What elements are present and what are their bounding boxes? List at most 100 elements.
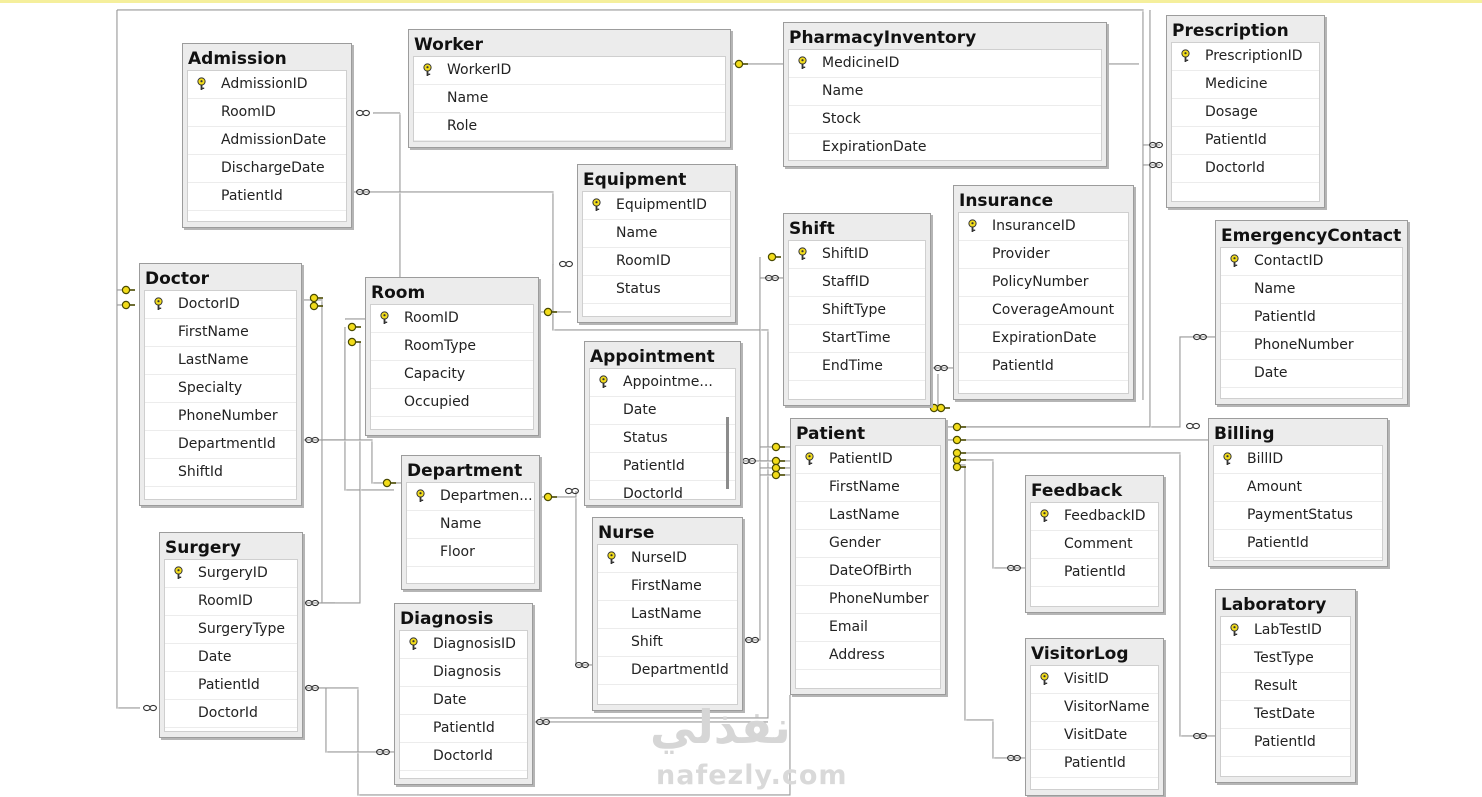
field-row[interactable]: ShiftID bbox=[789, 241, 925, 269]
field-row[interactable]: Date bbox=[1221, 360, 1402, 388]
field-row[interactable]: Name bbox=[583, 220, 730, 248]
field-row[interactable]: SurgeryID bbox=[165, 560, 297, 588]
field-row[interactable]: DoctorId bbox=[165, 700, 297, 728]
field-row[interactable]: PatientId bbox=[400, 715, 527, 743]
field-row[interactable]: Provider bbox=[959, 241, 1128, 269]
field-row[interactable]: PhoneNumber bbox=[1221, 332, 1402, 360]
field-row[interactable]: ShiftType bbox=[789, 297, 925, 325]
field-row[interactable]: PatientId bbox=[1221, 304, 1402, 332]
field-row[interactable]: MedicineID bbox=[789, 50, 1101, 78]
field-row[interactable]: RoomID bbox=[188, 99, 346, 127]
field-row[interactable]: EquipmentID bbox=[583, 192, 730, 220]
field-row[interactable]: DoctorId bbox=[400, 743, 527, 771]
field-row[interactable]: StaffID bbox=[789, 269, 925, 297]
field-row[interactable]: TestDate bbox=[1221, 701, 1350, 729]
field-row[interactable]: PatientId bbox=[1221, 729, 1350, 757]
field-row[interactable]: NurseID bbox=[598, 545, 737, 573]
field-row[interactable]: PatientId bbox=[188, 183, 346, 211]
field-row[interactable]: Capacity bbox=[371, 361, 533, 389]
field-row[interactable]: CoverageAmount bbox=[959, 297, 1128, 325]
field-row[interactable]: AdmissionDate bbox=[188, 127, 346, 155]
field-row[interactable]: Floor bbox=[407, 539, 534, 567]
field-row[interactable]: RoomID bbox=[583, 248, 730, 276]
field-row[interactable]: Gender bbox=[796, 530, 940, 558]
field-row[interactable]: DoctorId bbox=[590, 481, 735, 499]
field-row[interactable]: DoctorID bbox=[145, 291, 296, 319]
field-row[interactable]: VisitorName bbox=[1031, 694, 1158, 722]
field-row[interactable]: TestType bbox=[1221, 645, 1350, 673]
field-row[interactable]: ExpirationDate bbox=[959, 325, 1128, 353]
field-row[interactable]: PhoneNumber bbox=[145, 403, 296, 431]
field-row[interactable]: PatientId bbox=[1031, 559, 1158, 587]
field-row[interactable]: PatientId bbox=[959, 353, 1128, 381]
field-row[interactable]: LabTestID bbox=[1221, 617, 1350, 645]
field-row[interactable]: Result bbox=[1221, 673, 1350, 701]
field-row[interactable]: PatientId bbox=[590, 453, 735, 481]
field-row[interactable]: Specialty bbox=[145, 375, 296, 403]
field-row[interactable]: WorkerID bbox=[414, 57, 725, 85]
field-row[interactable]: AdmissionID bbox=[188, 71, 346, 99]
field-row[interactable]: Diagnosis bbox=[400, 659, 527, 687]
field-row[interactable]: PatientId bbox=[1214, 530, 1382, 558]
field-row[interactable]: VisitDate bbox=[1031, 722, 1158, 750]
field-row[interactable]: EndTime bbox=[789, 353, 925, 381]
field-row[interactable]: Appointme... bbox=[590, 369, 735, 397]
field-row[interactable]: ExpirationDate bbox=[789, 134, 1101, 160]
field-row[interactable]: LastName bbox=[796, 502, 940, 530]
field-row[interactable]: Name bbox=[407, 511, 534, 539]
field-row[interactable]: LastName bbox=[145, 347, 296, 375]
field-row[interactable]: Status bbox=[590, 425, 735, 453]
field-row[interactable]: LastName bbox=[598, 601, 737, 629]
field-row[interactable]: Comment bbox=[1031, 531, 1158, 559]
field-row[interactable]: ContactID bbox=[1221, 248, 1402, 276]
field-row[interactable]: FirstName bbox=[598, 573, 737, 601]
field-row[interactable]: DateOfBirth bbox=[796, 558, 940, 586]
field-row[interactable]: StartTime bbox=[789, 325, 925, 353]
field-row[interactable]: BillID bbox=[1214, 446, 1382, 474]
field-row[interactable]: DepartmentId bbox=[598, 657, 737, 685]
field-row[interactable]: Date bbox=[590, 397, 735, 425]
field-row[interactable]: InsuranceID bbox=[959, 213, 1128, 241]
field-row[interactable]: RoomID bbox=[165, 588, 297, 616]
field-row[interactable]: Stock bbox=[789, 106, 1101, 134]
field-row[interactable]: FirstName bbox=[145, 319, 296, 347]
field-row[interactable]: Date bbox=[165, 644, 297, 672]
field-row[interactable]: Email bbox=[796, 614, 940, 642]
field-row[interactable]: DiagnosisID bbox=[400, 631, 527, 659]
field-row[interactable]: FirstName bbox=[796, 474, 940, 502]
field-row[interactable]: PolicyNumber bbox=[959, 269, 1128, 297]
field-row[interactable]: PatientId bbox=[1031, 750, 1158, 778]
field-row[interactable]: DepartmentId bbox=[145, 431, 296, 459]
field-row[interactable]: DischargeDate bbox=[188, 155, 346, 183]
field-row[interactable]: Occupied bbox=[371, 389, 533, 417]
field-row[interactable]: Amount bbox=[1214, 474, 1382, 502]
field-row[interactable]: PatientId bbox=[1172, 127, 1319, 155]
field-row[interactable]: FeedbackID bbox=[1031, 503, 1158, 531]
field-row[interactable]: Name bbox=[789, 78, 1101, 106]
field-row[interactable]: Name bbox=[414, 85, 725, 113]
field-row[interactable]: RoomID bbox=[371, 305, 533, 333]
field-row[interactable]: Role bbox=[414, 113, 725, 141]
field-row[interactable]: Status bbox=[583, 276, 730, 304]
field-row[interactable]: VisitID bbox=[1031, 666, 1158, 694]
field-row[interactable]: PhoneNumber bbox=[796, 586, 940, 614]
field-row[interactable]: Address bbox=[796, 642, 940, 670]
field-row[interactable]: Departmen... bbox=[407, 483, 534, 511]
